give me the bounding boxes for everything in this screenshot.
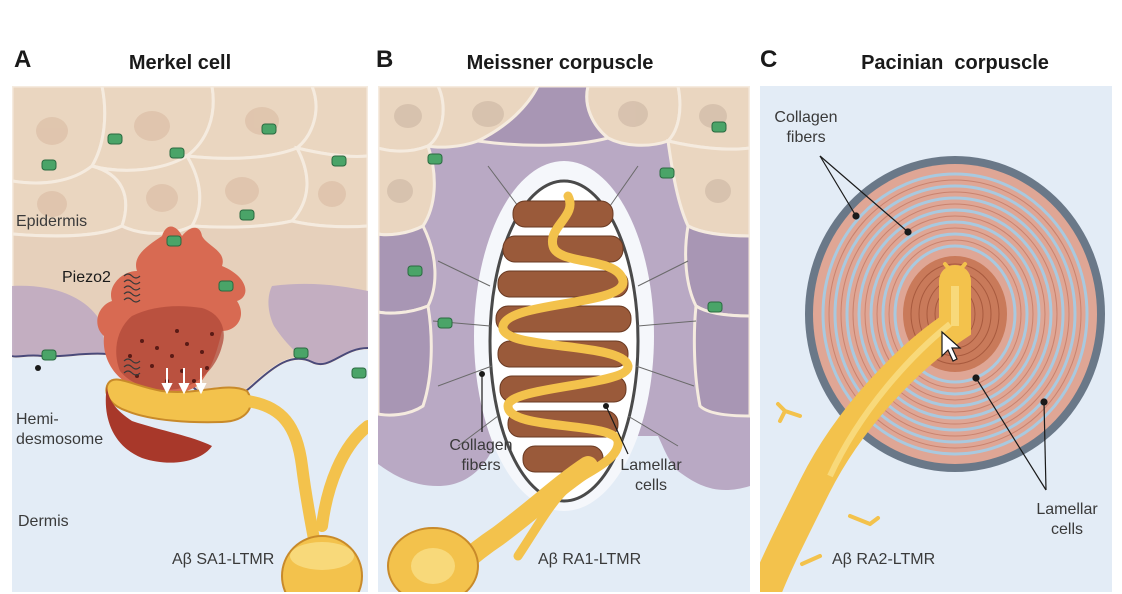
- panel-title-pacinian-corpuscle: Pacinian corpuscle: [861, 52, 1049, 74]
- label-collagen-fibers-c: Collagen fibers: [774, 109, 838, 146]
- panel-letter-a: A: [14, 46, 32, 73]
- panel-title-meissner-corpuscle: Meissner corpuscle: [466, 52, 654, 74]
- panel-letter-c: C: [760, 46, 778, 73]
- label-lamellar-cells-b: Lamellar cells: [620, 457, 682, 494]
- merkel-cell-illustration: [12, 86, 368, 592]
- label-lamellar-cells-c: Lamellar cells: [1036, 501, 1098, 538]
- panel-letter-b: B: [376, 46, 394, 73]
- pacinian-corpuscle-illustration: [760, 86, 1112, 592]
- label-piezo2: Piezo2: [62, 269, 111, 286]
- label-dermis: Dermis: [18, 513, 69, 530]
- panel-title-merkel-cell: Merkel cell: [128, 52, 232, 74]
- label-neuron-ra2: Aβ RA2-LTMR: [832, 551, 936, 568]
- meissner-corpuscle-illustration: [378, 86, 750, 592]
- label-neuron-sa1: Aβ SA1-LTMR: [172, 551, 275, 568]
- panel-a-merkel-cell: Epidermis Piezo2 Hemi- desmosome Dermis …: [12, 86, 368, 592]
- label-hemidesmosome: Hemi- desmosome: [16, 411, 104, 448]
- panel-c-pacinian-corpuscle: Collagen fibers Lamellar cells Aβ RA2-LT…: [760, 86, 1112, 592]
- label-neuron-ra1: Aβ RA1-LTMR: [538, 551, 642, 568]
- label-collagen-fibers-b: Collagen fibers: [449, 437, 513, 474]
- panel-b-meissner-corpuscle: Collagen fibers Lamellar cells Aβ RA1-LT…: [378, 86, 750, 592]
- label-epidermis: Epidermis: [16, 213, 88, 230]
